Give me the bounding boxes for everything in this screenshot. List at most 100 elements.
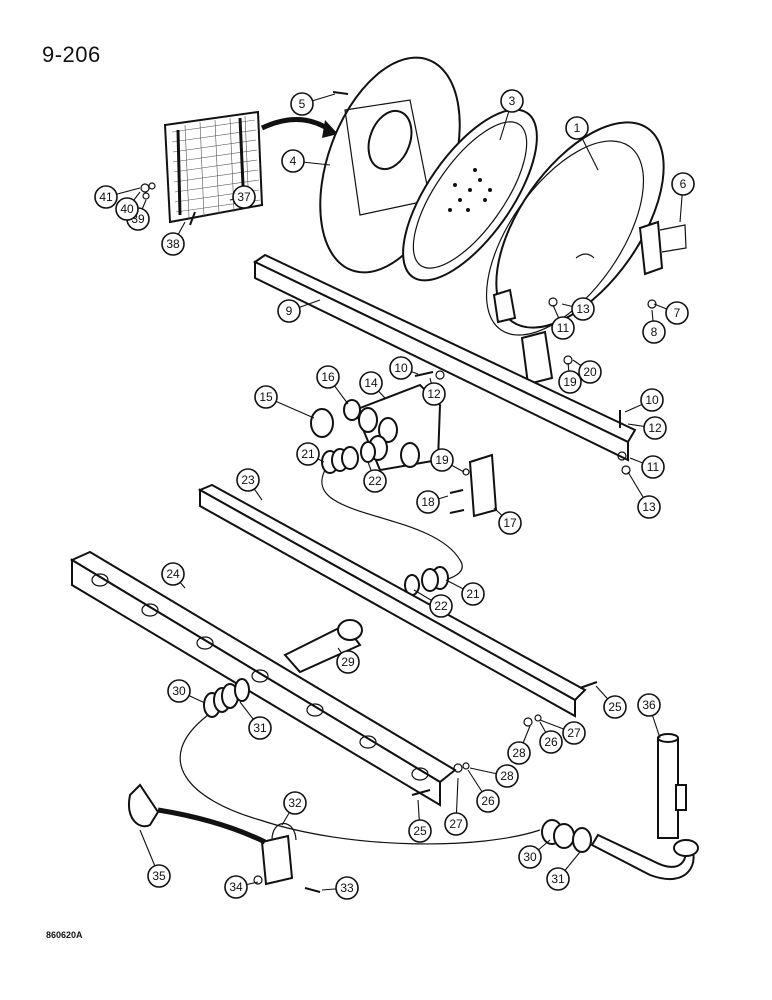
callout-31: 31 — [239, 701, 272, 740]
callout-label: 18 — [421, 495, 435, 509]
fan-part-3 — [402, 108, 538, 282]
callout-label: 10 — [394, 361, 408, 375]
callout-layer: 1345678910101111121213131415161718191920… — [94, 89, 695, 900]
callout-label: 28 — [512, 746, 526, 760]
callout-label: 32 — [288, 796, 302, 810]
callout-circle — [518, 845, 542, 869]
callout-label: 41 — [99, 190, 113, 204]
callout-circle — [671, 172, 695, 196]
callout-21: 21 — [445, 579, 485, 606]
hose-part-21-lower — [421, 566, 449, 592]
callout-label: 12 — [648, 421, 662, 435]
callout-circle — [115, 197, 139, 221]
hose-part-30-upper — [203, 683, 239, 718]
callout-label: 11 — [557, 321, 570, 335]
hose-part-21-upper — [321, 446, 359, 474]
callout-26: 26 — [539, 721, 563, 754]
callout-circle — [248, 716, 272, 740]
callout-label: 28 — [500, 769, 514, 783]
callout-circle — [161, 232, 185, 256]
callout-circle — [429, 594, 453, 618]
callout-22: 22 — [363, 461, 387, 493]
callout-33: 33 — [321, 876, 359, 900]
bracket-part-32 — [260, 823, 297, 886]
callout-label: 37 — [237, 190, 251, 204]
callout-circle — [336, 650, 360, 674]
callout-label: 19 — [435, 453, 449, 467]
callout-circle — [232, 185, 256, 209]
callout-circle — [161, 562, 185, 586]
callout-circle — [578, 360, 602, 384]
callout-circle — [422, 382, 446, 406]
callout-36: 36 — [637, 693, 661, 739]
callout-circle — [296, 442, 320, 466]
callout-label: 31 — [551, 872, 565, 886]
callout-32: 32 — [281, 791, 307, 826]
callout-circle — [408, 819, 432, 843]
callout-circle — [147, 864, 171, 888]
callout-30: 30 — [167, 679, 206, 704]
callout-circle — [637, 495, 661, 519]
callout-circle — [416, 490, 440, 514]
callout-1: 1 — [565, 116, 599, 171]
callout-label: 29 — [341, 655, 355, 669]
callout-label: 27 — [567, 726, 581, 740]
callout-circle — [335, 876, 359, 900]
callout-circle — [571, 297, 595, 321]
callout-circle — [539, 730, 563, 754]
manifold-part-14 — [353, 383, 442, 472]
clamp-part-31-upper — [234, 678, 250, 702]
tube-part-29 — [283, 619, 363, 674]
callout-38: 38 — [161, 221, 186, 256]
callout-31: 31 — [546, 851, 581, 891]
fastener-nuts — [140, 182, 657, 885]
callout-12: 12 — [422, 377, 446, 406]
callout-label: 22 — [434, 599, 448, 613]
callout-label: 25 — [608, 700, 622, 714]
callout-40: 40 — [115, 191, 141, 221]
clamp-part-31-lower — [572, 827, 592, 853]
callout-circle — [642, 320, 666, 344]
callout-label: 1 — [574, 121, 581, 135]
callout-circle — [603, 695, 627, 719]
callout-label: 30 — [172, 684, 186, 698]
callout-9: 9 — [277, 299, 321, 323]
callout-27: 27 — [444, 777, 468, 836]
callout-13: 13 — [627, 471, 661, 519]
callout-circle — [283, 791, 307, 815]
bracket-part-17 — [468, 453, 498, 518]
assembly-arrow-lower — [157, 807, 267, 845]
callout-12: 12 — [627, 416, 667, 440]
callout-7: 7 — [653, 301, 689, 325]
callout-circle — [546, 867, 570, 891]
callout-label: 5 — [299, 97, 306, 111]
callout-22: 22 — [413, 589, 453, 618]
callout-label: 14 — [364, 376, 378, 390]
callout-4: 4 — [281, 149, 331, 173]
callout-label: 7 — [674, 306, 681, 320]
beam-part-24 — [69, 550, 457, 807]
callout-13: 13 — [561, 297, 595, 321]
hose-line-lower — [179, 714, 541, 845]
callout-label: 20 — [583, 365, 597, 379]
callout-circle — [498, 511, 522, 535]
callout-circle — [461, 582, 485, 606]
callout-circle — [551, 316, 575, 340]
callout-11: 11 — [629, 455, 665, 479]
callout-circle — [562, 721, 586, 745]
callout-label: 38 — [166, 237, 180, 251]
callout-circle — [665, 301, 689, 325]
callout-label: 27 — [449, 817, 463, 831]
callout-circle — [254, 385, 278, 409]
callout-label: 15 — [259, 390, 273, 404]
callout-label: 16 — [321, 370, 335, 384]
callout-circle — [558, 370, 582, 394]
strap-part-35 — [128, 783, 160, 828]
cap-part-15 — [310, 408, 334, 438]
callout-circle — [359, 371, 383, 395]
hose-line — [321, 469, 463, 586]
housing-part-1 — [485, 121, 665, 386]
callout-label: 36 — [642, 698, 656, 712]
callout-24: 24 — [161, 562, 186, 589]
